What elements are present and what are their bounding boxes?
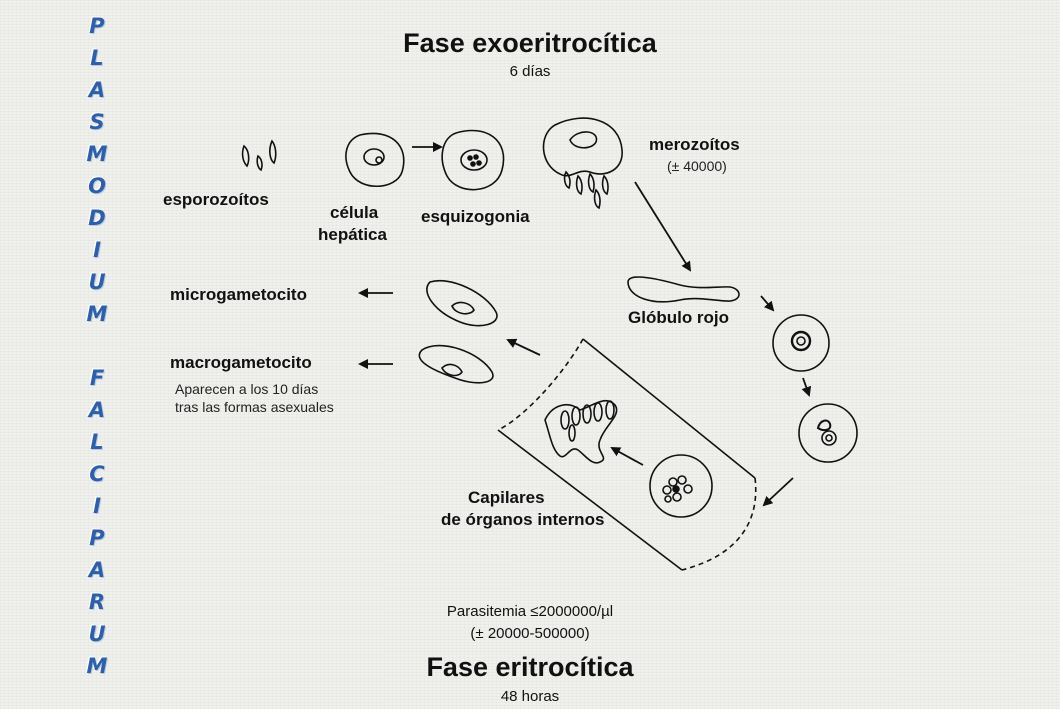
label-merozoitos-count: (± 40000): [667, 158, 727, 174]
side-letter: P: [89, 526, 105, 550]
side-letter: I: [93, 238, 101, 262]
side-letter: D: [88, 206, 106, 230]
side-letter: M: [86, 142, 108, 166]
infected-rbc-trophozoite-drawing: [798, 403, 858, 463]
label-esporozoitos: esporozoítos: [163, 190, 269, 209]
parasitemia-text: Parasitemia ≤2000000/µl: [446, 603, 614, 620]
label-merozoitos: merozoítos: [649, 135, 740, 154]
note-aparecen-line1: Aparecen a los 10 días: [175, 381, 319, 397]
label-globulo-rojo: Glóbulo rojo: [628, 308, 730, 327]
cycle-arrows: [358, 142, 812, 507]
side-letter: O: [88, 174, 106, 198]
side-letter: U: [88, 622, 106, 646]
label-hepatica: hepática: [318, 225, 387, 244]
side-letter: L: [90, 46, 104, 70]
side-letter: L: [90, 430, 104, 454]
side-letter: A: [88, 558, 106, 582]
sporozoites-drawing: [241, 139, 277, 172]
capillary-vessel-drawing: [497, 338, 757, 571]
label-macrogametocito: macrogametocito: [170, 353, 312, 372]
red-blood-cell-side-view: [627, 276, 740, 303]
label-organos-internos: de órganos internos: [441, 510, 605, 529]
capillary-schizont-drawing: [649, 454, 713, 518]
label-celula: célula: [330, 203, 379, 222]
side-letter: A: [88, 398, 106, 422]
exoerythrocytic-duration: 6 días: [509, 63, 551, 80]
sequestered-parasites-drawing: [544, 400, 618, 464]
bursting-schizont-drawing: [542, 117, 623, 210]
note-aparecen-line2: tras las formas asexuales: [175, 399, 334, 415]
label-capilares: Capilares: [468, 488, 545, 507]
exoerythrocytic-phase-title: Fase exoeritrocítica: [403, 28, 657, 58]
parasitemia-range: (± 20000-500000): [470, 625, 590, 642]
label-microgametocito: microgametocito: [170, 285, 307, 304]
side-letter: F: [89, 366, 105, 390]
side-letter: P: [89, 14, 105, 38]
side-letter: R: [88, 590, 106, 614]
side-letter: C: [89, 462, 105, 486]
side-letter: M: [86, 654, 108, 678]
liver-cell-drawing: [345, 132, 405, 187]
side-letter: M: [86, 302, 108, 326]
side-letter: I: [93, 494, 101, 518]
erythrocytic-duration: 48 horas: [500, 688, 560, 705]
erythrocytic-phase-title: Fase eritrocítica: [426, 652, 634, 682]
side-letter: S: [89, 110, 105, 134]
infected-rbc-ring-drawing: [772, 314, 830, 372]
label-esquizogonia: esquizogonia: [421, 207, 530, 226]
side-letter: A: [88, 78, 106, 102]
microgametocyte-drawing: [426, 280, 498, 327]
macrogametocyte-drawing: [418, 344, 494, 384]
schizogony-cell-drawing: [441, 129, 505, 191]
side-letter: U: [88, 270, 106, 294]
